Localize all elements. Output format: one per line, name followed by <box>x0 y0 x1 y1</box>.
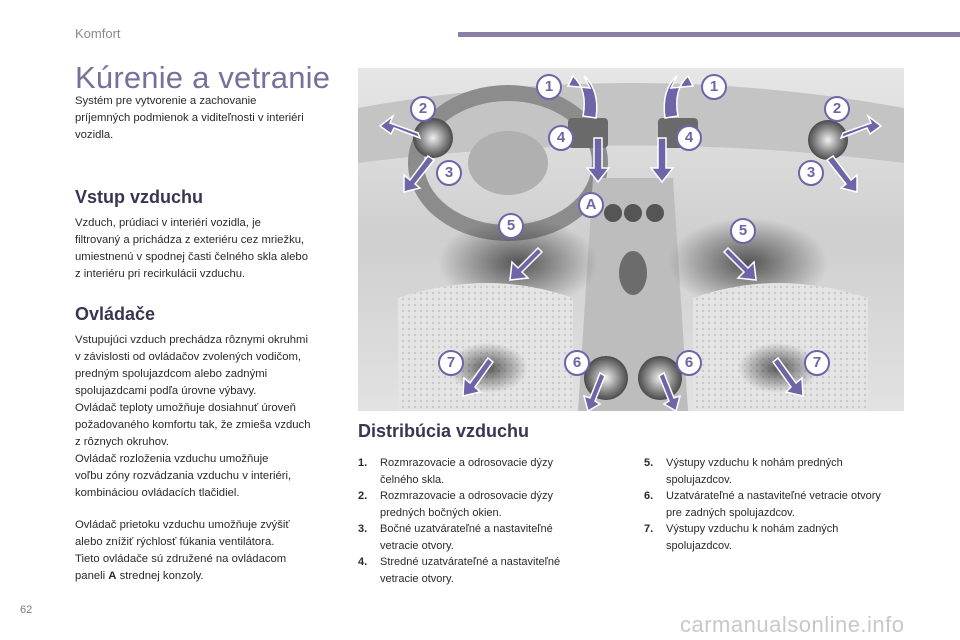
text-line: spolujazdcov. <box>666 473 732 486</box>
badge-6: 6 <box>564 350 590 376</box>
text-line: požadovaného komfortu tak, že zmieša vzd… <box>75 419 311 431</box>
list-item: 3. Bočné uzatvárateľné a nastaviteľné vet… <box>358 521 608 554</box>
text-line: čelného skla. <box>380 473 445 486</box>
badge-1: 1 <box>536 74 562 100</box>
list-item: 1. Rozmrazovacie a odrosovacie dýzy čelné… <box>358 455 608 488</box>
badge-5: 5 <box>498 213 524 239</box>
text-line: paneli A strednej konzoly. <box>75 568 340 585</box>
intro-line: Systém pre vytvorenie a zachovanie <box>75 95 257 107</box>
list-number: 7. <box>644 523 654 535</box>
text-line: umiestnenú v spodnej časti čelného skla … <box>75 251 308 263</box>
list-number: 4. <box>358 556 368 568</box>
list-item: 6. Uzatvárateľné a nastaviteľné vetracie… <box>644 488 914 521</box>
text-line: spolujazdcov. <box>666 539 732 552</box>
text-line: vetracie otvory. <box>380 539 454 552</box>
air-distribution-illustration: 1 1 2 2 3 3 4 4 A 5 5 6 6 7 7 <box>358 68 904 411</box>
badge-7: 7 <box>804 350 830 376</box>
text-line: spolujazdcami podľa úrovne výbavy. <box>75 385 257 397</box>
page-title: Kúrenie a vetranie <box>75 60 331 95</box>
paragraph-fan-control: Ovládač prietoku vzduchu umožňuje zvýšiť… <box>75 517 340 585</box>
text-line: v závislosti od ovládačov zvolených vodi… <box>75 351 302 363</box>
text-fragment: strednej konzoly. <box>116 570 204 582</box>
text-line: Rozmrazovacie a odrosovacie dýzy <box>380 490 554 502</box>
text-line: z interiéru pri recirkulácii vzduchu. <box>75 268 246 280</box>
text-line: Tieto ovládače sú združené na ovládacom <box>75 553 287 565</box>
badge-1: 1 <box>701 74 727 100</box>
section-label: Komfort <box>75 26 121 41</box>
intro-line: vozidla. <box>75 129 114 141</box>
watermark: carmanualsonline.info <box>680 612 905 637</box>
text-line: Ovládač rozloženia vzduchu umožňuje <box>75 453 269 465</box>
text-line: Ovládač prietoku vzduchu umožňuje zvýšiť <box>75 519 290 531</box>
distribution-list-left: 1. Rozmrazovacie a odrosovacie dýzy čelné… <box>358 455 608 587</box>
list-number: 2. <box>358 490 368 502</box>
text-line: Bočné uzatvárateľné a nastaviteľné <box>380 523 553 535</box>
page-number: 62 <box>20 604 33 616</box>
text-line: vetracie otvory. <box>380 572 454 585</box>
badge-4: 4 <box>676 125 702 151</box>
paragraph-ovladace: Vstupujúci vzduch prechádza rôznymi okru… <box>75 332 340 502</box>
text-line: pre zadných spolujazdcov. <box>666 506 795 519</box>
text-line: Vzduch, prúdiaci v interiéri vozidla, je <box>75 217 261 229</box>
header-accent-bar <box>458 32 960 37</box>
airflow-arrows <box>378 74 883 411</box>
text-line: z rôznych okruhov. <box>75 436 169 448</box>
badge-2: 2 <box>824 96 850 122</box>
badge-3: 3 <box>436 160 462 186</box>
intro-paragraph: Systém pre vytvorenie a zachovanie príje… <box>75 93 340 144</box>
text-line: kombináciou ovládacích tlačidiel. <box>75 487 240 499</box>
text-line: predných bočných okien. <box>380 506 502 519</box>
text-line: alebo znížiť rýchlosť fúkania ventilátor… <box>75 536 275 548</box>
list-number: 5. <box>644 457 654 469</box>
control-panel-ref: A <box>108 570 117 582</box>
heading-ovladace: Ovládače <box>75 304 156 324</box>
badge-5: 5 <box>730 218 756 244</box>
list-number: 6. <box>644 490 654 502</box>
text-line: Rozmrazovacie a odrosovacie dýzy <box>380 457 554 469</box>
text-fragment: paneli <box>75 570 109 582</box>
heading-vstup-vzduchu: Vstup vzduchu <box>75 187 204 207</box>
intro-line: príjemných podmienok a viditeľnosti v in… <box>75 112 304 124</box>
badge-7: 7 <box>438 350 464 376</box>
text-line: Stredné uzatvárateľné a nastaviteľné <box>380 556 561 568</box>
badge-4: 4 <box>548 125 574 151</box>
badge-2: 2 <box>410 96 436 122</box>
list-item: 7. Výstupy vzduchu k nohám zadných spoluj… <box>644 521 914 554</box>
paragraph-vstup-vzduchu: Vzduch, prúdiaci v interiéri vozidla, je… <box>75 215 340 283</box>
list-item: 2. Rozmrazovacie a odrosovacie dýzy predn… <box>358 488 608 521</box>
list-item: 4. Stredné uzatvárateľné a nastaviteľné v… <box>358 554 608 587</box>
text-line: Vstupujúci vzduch prechádza rôznymi okru… <box>75 334 308 346</box>
heading-distribucia-vzduchu: Distribúcia vzduchu <box>358 421 530 441</box>
badge-6: 6 <box>676 350 702 376</box>
text-line: Uzatvárateľné a nastaviteľné vetracie ot… <box>666 490 881 502</box>
badge-a: A <box>578 192 604 218</box>
list-number: 3. <box>358 523 368 535</box>
text-line: Výstupy vzduchu k nohám predných <box>666 457 843 469</box>
list-item: 5. Výstupy vzduchu k nohám predných spolu… <box>644 455 914 488</box>
badge-3: 3 <box>798 160 824 186</box>
distribution-list-right: 5. Výstupy vzduchu k nohám predných spolu… <box>644 455 914 554</box>
text-line: predným spolujazdcom alebo zadnými <box>75 368 268 380</box>
text-line: voľbu zóny rozvádzania vzduchu v interié… <box>75 470 292 482</box>
text-line: Výstupy vzduchu k nohám zadných <box>666 523 839 535</box>
text-line: filtrovaný a prichádza z exteriéru cez m… <box>75 234 305 246</box>
list-number: 1. <box>358 457 368 469</box>
text-line: Ovládač teploty umožňuje dosiahnuť úrove… <box>75 402 296 414</box>
